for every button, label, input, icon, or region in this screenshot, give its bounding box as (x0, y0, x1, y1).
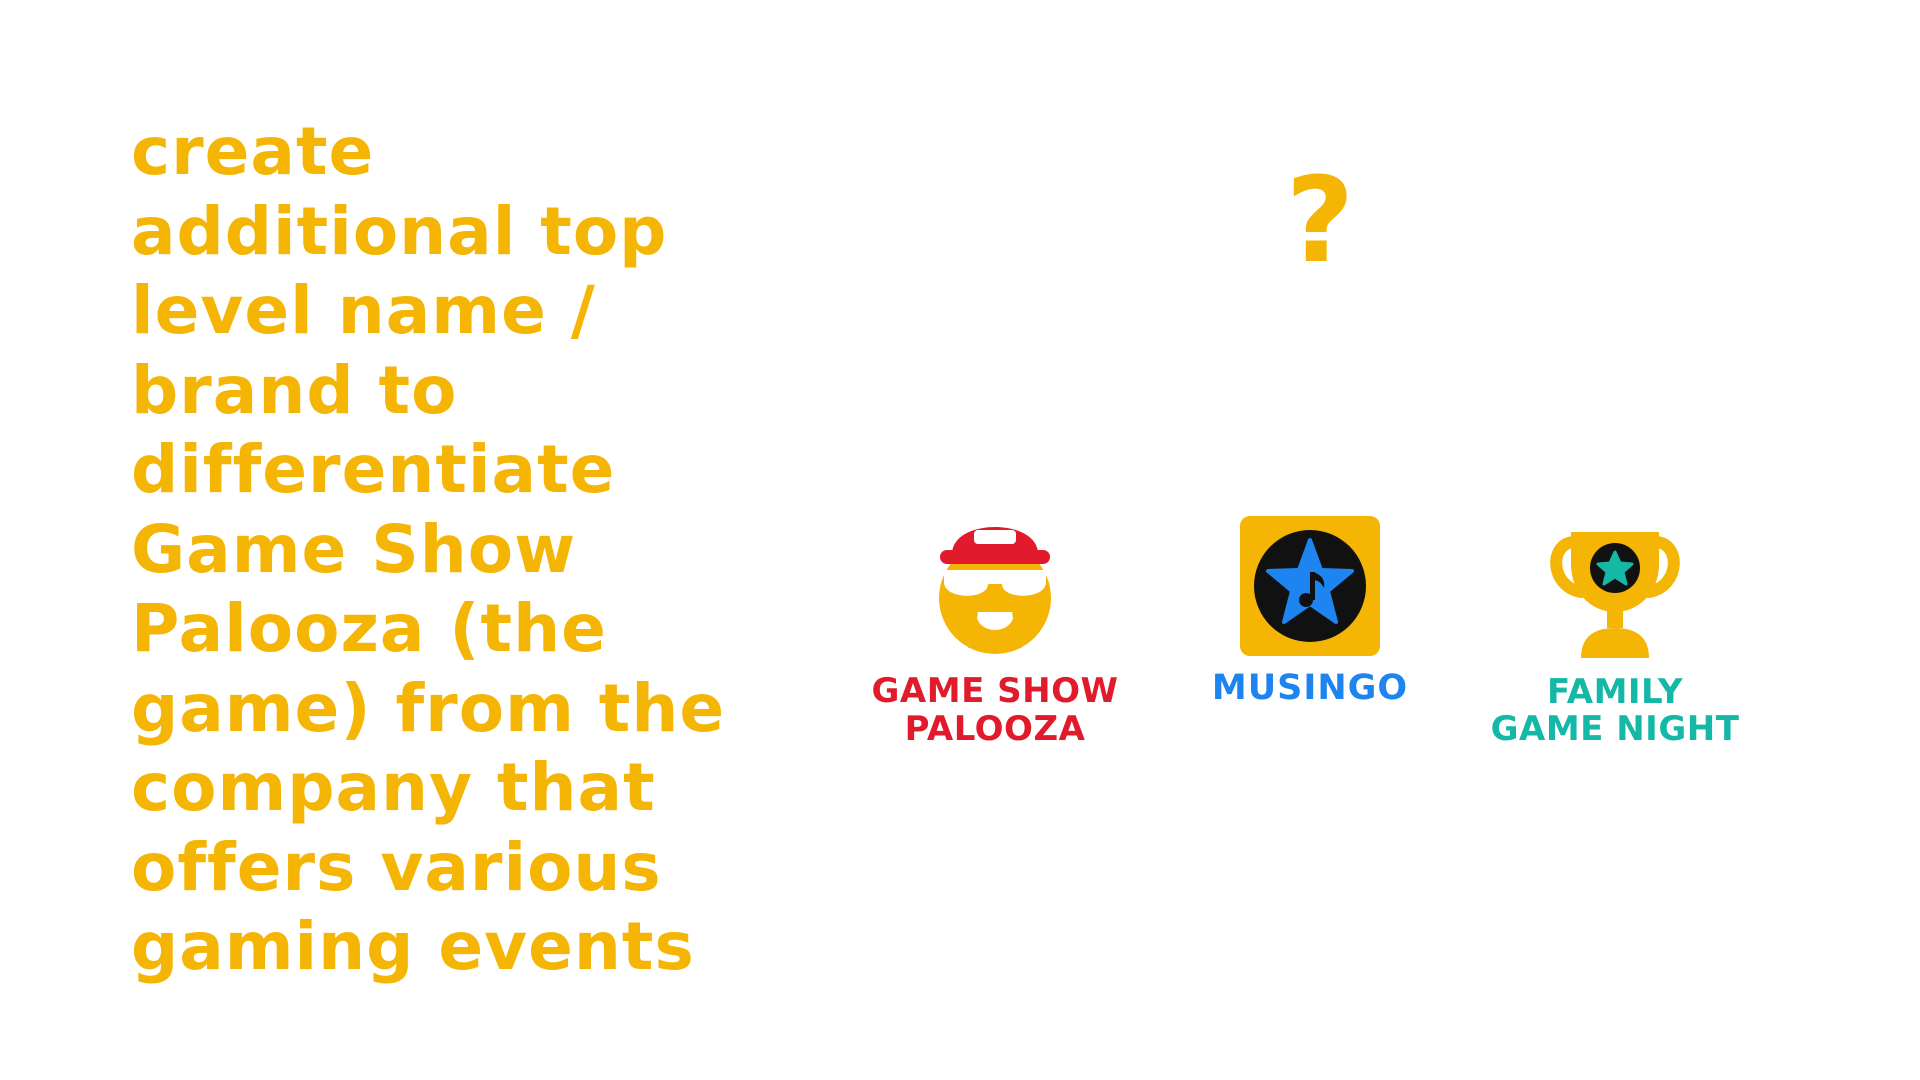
headline-text: create additional top level name / brand… (131, 113, 726, 985)
music-star-record-icon (1240, 516, 1380, 656)
logo-label-game-show-palooza: GAME SHOW PALOOZA (871, 671, 1119, 749)
question-mark: ? (1285, 151, 1355, 289)
logo-musingo: MUSINGO (1190, 516, 1430, 708)
mascot-cap-sunglasses-icon (939, 527, 1051, 654)
logo-family-game-night: FAMILY GAME NIGHT (1470, 528, 1760, 748)
trophy-star-icon (1550, 532, 1680, 658)
logo-game-show-palooza: GAME SHOW PALOOZA (860, 508, 1130, 748)
logo-label-family-game-night: FAMILY GAME NIGHT (1490, 672, 1740, 749)
logo-label-musingo: MUSINGO (1211, 668, 1409, 708)
